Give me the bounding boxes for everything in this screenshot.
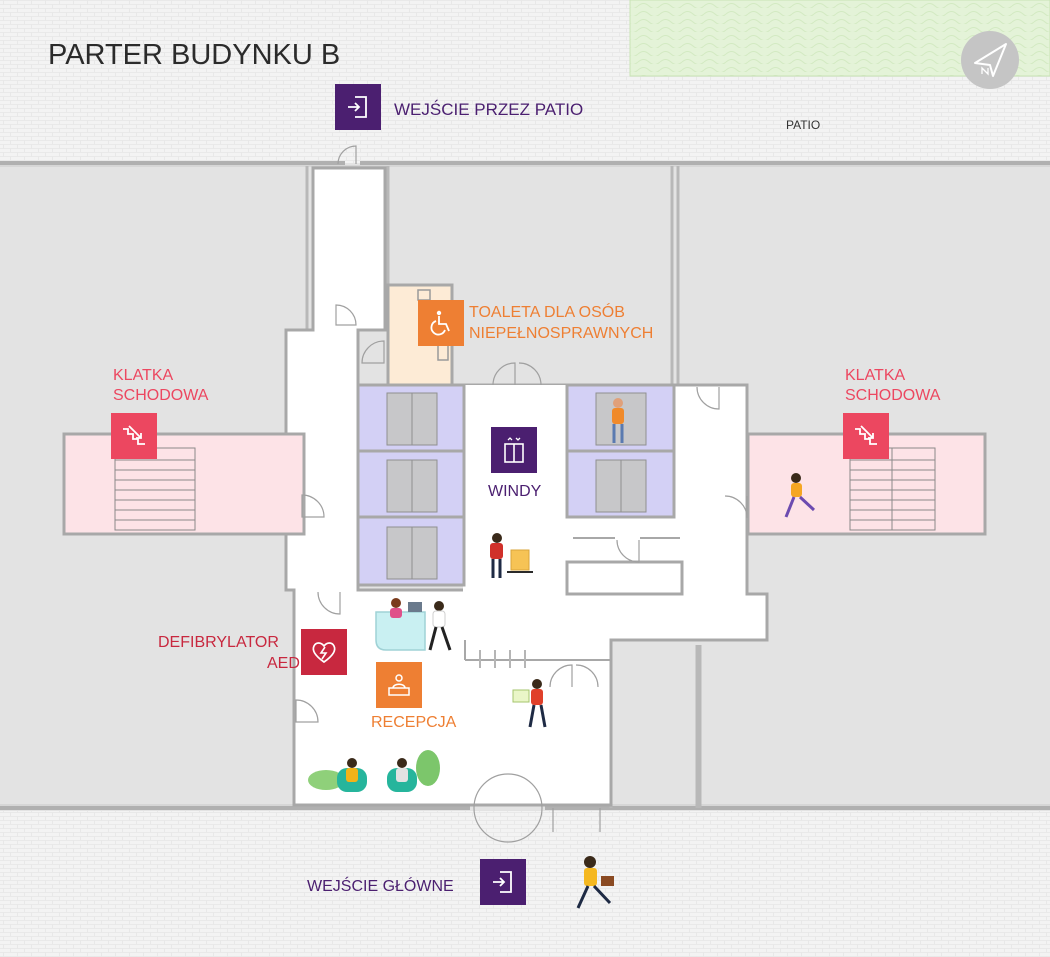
stairwell-west — [62, 432, 306, 536]
stairs-icon — [123, 425, 145, 445]
accessible-toilet-label-line1: TOALETA DLA OSÓB — [469, 304, 625, 321]
stairs-west-tile[interactable] — [111, 413, 157, 459]
reception-desk-icon — [388, 674, 410, 696]
reception-desk — [375, 611, 426, 651]
stairs-east-tile[interactable] — [843, 413, 889, 459]
stairs-west-label-line1: KLATKA — [113, 367, 174, 384]
reception-label: RECEPCJA — [371, 714, 457, 731]
lounge-seating — [308, 750, 440, 792]
elevators-label: WINDY — [488, 483, 542, 500]
defibrillator-label-line1: DEFIBRYLATOR — [158, 634, 279, 651]
defibrillator-label-line2: AED — [267, 655, 300, 672]
heart-defibrillator-icon — [312, 642, 336, 664]
elevator-icon — [504, 437, 524, 463]
entrance-door-icon — [348, 96, 367, 118]
defibrillator-tile[interactable] — [301, 629, 347, 675]
main-entrance-label: WEJŚCIE GŁÓWNE — [307, 878, 454, 895]
floor-title: PARTER BUDYNKU B — [48, 39, 341, 71]
main-entrance-tile[interactable] — [480, 859, 526, 905]
person-illustration — [390, 398, 816, 909]
compass-icon[interactable] — [961, 31, 1019, 89]
patio-label: PATIO — [786, 118, 821, 132]
elevators-tile[interactable] — [491, 427, 537, 473]
patio-entrance-tile[interactable] — [335, 84, 381, 130]
entrance-door-icon — [493, 871, 512, 893]
stairs-west-label-line2: SCHODOWA — [113, 387, 209, 404]
stairs-east-label-line2: SCHODOWA — [845, 387, 941, 404]
accessible-toilet-tile[interactable] — [418, 300, 464, 346]
stairs-icon — [855, 425, 877, 445]
stairs-east-label-line1: KLATKA — [845, 367, 906, 384]
wheelchair-icon — [430, 310, 450, 336]
reception-tile[interactable] — [376, 662, 422, 708]
accessible-toilet-label-line2: NIEPEŁNOSPRAWNYCH — [469, 325, 654, 342]
patio-entrance-label: WEJŚCIE PRZEZ PATIO — [394, 100, 584, 119]
